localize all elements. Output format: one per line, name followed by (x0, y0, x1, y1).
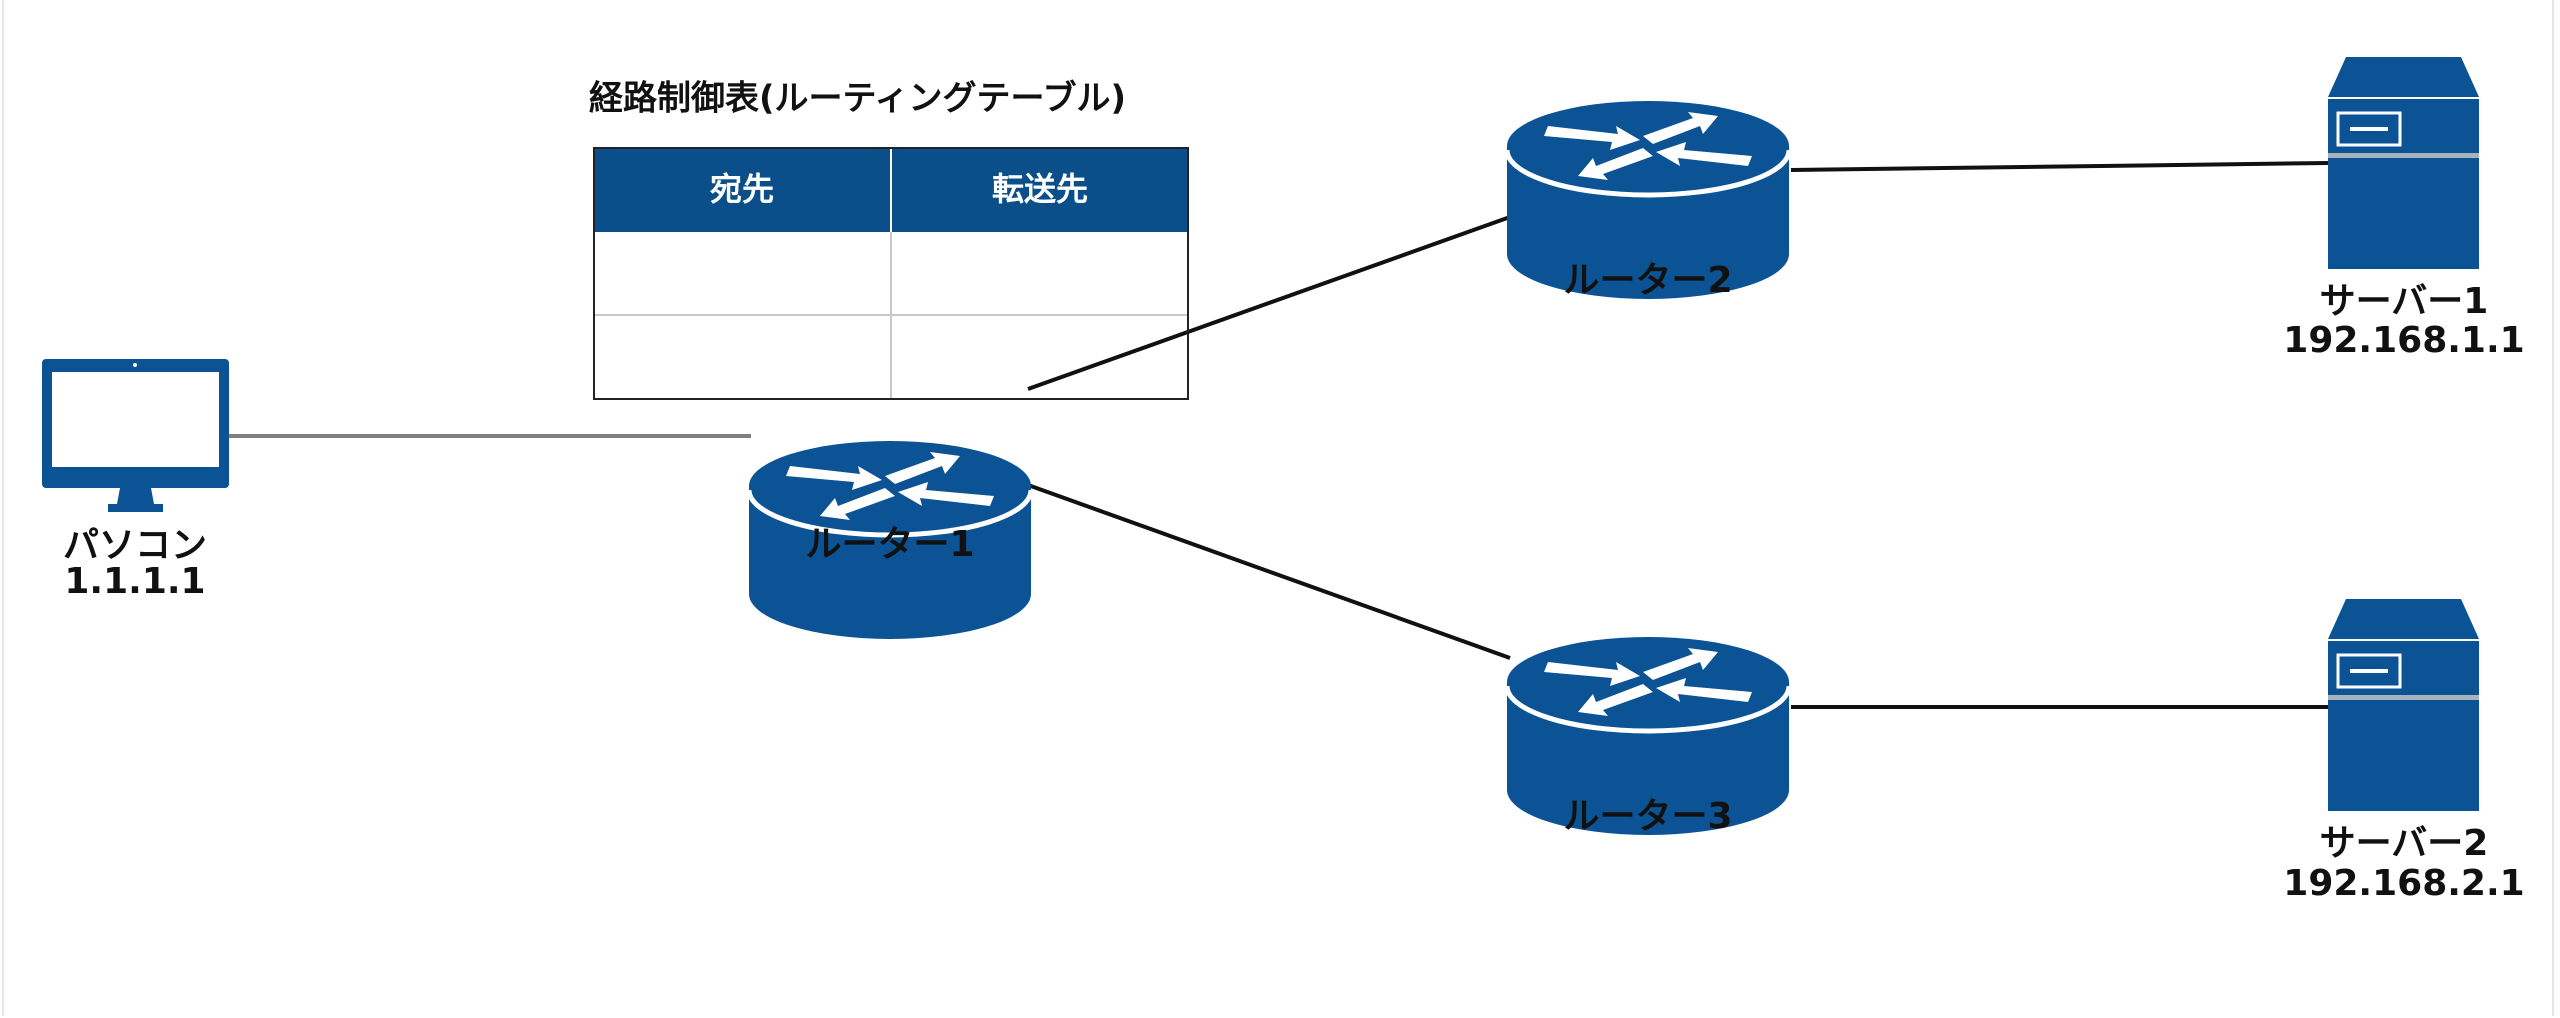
link-router1-router2 (1027, 215, 1511, 391)
server-icon (2326, 597, 2481, 813)
server2-ip: 192.168.2.1 (2283, 863, 2524, 904)
server2-name: サーバー2 (2320, 823, 2489, 864)
monitor-icon (42, 359, 229, 512)
link-router2-server1 (1790, 161, 2329, 172)
table-cell[interactable] (596, 316, 890, 398)
routing-table-title: 経路制御表(ルーティングテーブル) (589, 79, 1126, 119)
pc-name: パソコン (63, 525, 207, 566)
table-header-next-hop: 転送先 (992, 170, 1088, 208)
table-header-destination: 宛先 (710, 170, 774, 208)
router1-name: ルーター1 (805, 524, 974, 565)
table-cell[interactable] (596, 234, 890, 314)
link-router1-router3 (1027, 483, 1511, 660)
router2-name: ルーター2 (1563, 260, 1732, 301)
table-cell[interactable] (892, 316, 1186, 398)
server1-name: サーバー1 (2320, 281, 2489, 322)
table-cell[interactable] (892, 234, 1186, 314)
pc-ip: 1.1.1.1 (64, 561, 205, 602)
routing-table: 宛先 転送先 (593, 147, 1189, 400)
server1-ip: 192.168.1.1 (2283, 320, 2524, 361)
router3-name: ルーター3 (1563, 796, 1732, 837)
server-icon (2326, 55, 2481, 271)
